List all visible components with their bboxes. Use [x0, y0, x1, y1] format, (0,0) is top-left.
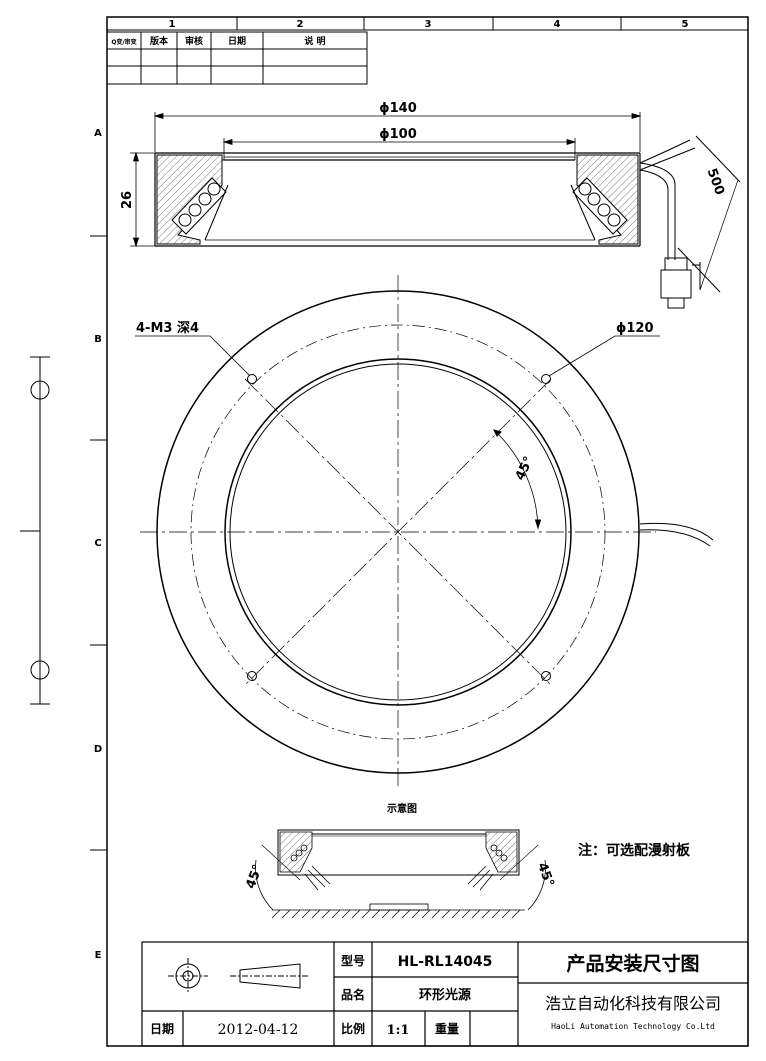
column-label: 1 — [169, 19, 176, 30]
date-label: 日期 — [150, 1021, 174, 1036]
dim-outer-diameter: ϕ140 — [379, 101, 417, 116]
schematic-view: 示意图 — [243, 802, 557, 919]
label-angle: 45° — [513, 454, 537, 483]
dim-inner-diameter: ϕ100 — [379, 127, 417, 142]
revision-table: Q变/审变 版本 审核 日期 说 明 — [106, 31, 368, 85]
row-label: B — [94, 334, 102, 345]
scale-label: 比例 — [341, 1021, 365, 1036]
name-value: 环形光源 — [419, 987, 471, 1003]
revision-header: 日期 — [228, 35, 246, 47]
row-labels: A B C D E — [94, 128, 102, 961]
weight-label: 重量 — [435, 1021, 459, 1036]
dim-cable-length: 500 — [704, 166, 727, 197]
model-value: HL-RL14045 — [398, 954, 493, 970]
projection-symbol — [168, 958, 310, 994]
schematic-angle-right: 45° — [534, 861, 557, 889]
revision-header: 说 明 — [304, 35, 325, 47]
model-label: 型号 — [341, 953, 365, 968]
note-diffuser: 注：可选配漫射板 — [578, 842, 691, 859]
title-block: 型号 HL-RL14045 品名 环形光源 日期 2012-04-12 比例 1… — [141, 941, 749, 1047]
scale-value: 1:1 — [387, 1023, 410, 1038]
label-pcd: ϕ120 — [616, 321, 654, 336]
revision-header: Q变/审变 — [111, 38, 136, 46]
row-label: C — [94, 538, 101, 549]
column-label: 2 — [297, 19, 304, 30]
schematic-angle-left: 45° — [243, 863, 266, 891]
row-label: E — [95, 950, 102, 961]
side-section-view: ϕ140 ϕ100 26 — [120, 101, 741, 309]
row-label: A — [94, 128, 102, 139]
name-label: 品名 — [341, 987, 365, 1002]
top-plan-view: 4-M3 深4 ϕ120 45° — [135, 275, 714, 790]
drawing-title: 产品安装尺寸图 — [566, 952, 699, 975]
revision-header: 审核 — [185, 35, 203, 47]
revision-header: 版本 — [149, 35, 169, 47]
column-labels: 1 2 3 4 5 — [169, 19, 689, 30]
column-label: 5 — [682, 19, 689, 30]
company-name-cn: 浩立自动化科技有限公司 — [545, 994, 721, 1013]
row-label: D — [94, 744, 102, 755]
dim-height: 26 — [120, 191, 135, 209]
column-label: 3 — [425, 19, 432, 30]
label-mount-holes: 4-M3 深4 — [136, 320, 199, 336]
date-value: 2012-04-12 — [218, 1022, 299, 1038]
schematic-title: 示意图 — [387, 802, 417, 815]
company-name-en: HaoLi Automation Technology Co.Ltd — [551, 1022, 715, 1031]
column-label: 4 — [554, 19, 561, 30]
